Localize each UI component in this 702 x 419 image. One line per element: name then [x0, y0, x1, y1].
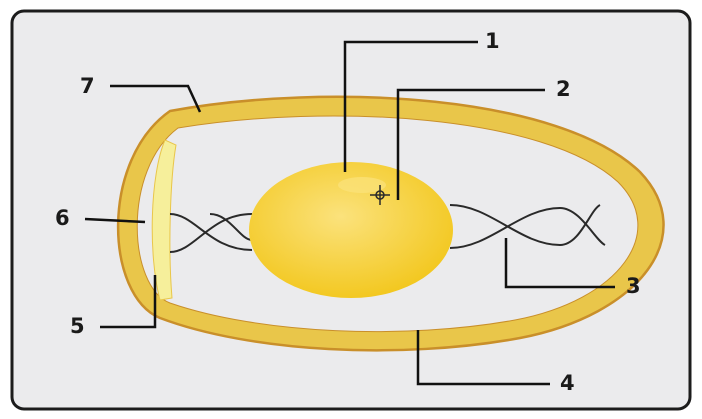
leader-lines	[84, 40, 615, 386]
chalaza-right	[449, 204, 606, 249]
leader-3	[504, 238, 615, 289]
leader-1	[343, 40, 478, 172]
label-5: 5	[70, 314, 85, 338]
label-2: 2	[556, 77, 571, 101]
leader-7	[110, 84, 202, 113]
leader-6	[84, 217, 146, 224]
chalaza-left	[169, 213, 253, 253]
leader-4	[416, 330, 550, 386]
germinal-disc	[338, 177, 386, 193]
air-cell	[151, 139, 177, 301]
leader-2	[396, 88, 545, 200]
egg-yolk	[249, 162, 453, 298]
leader-5	[100, 275, 157, 329]
label-1: 1	[485, 29, 500, 53]
label-6: 6	[55, 206, 70, 230]
label-3: 3	[626, 274, 641, 298]
label-4: 4	[560, 371, 575, 395]
crosshair-marker	[370, 185, 390, 205]
label-7: 7	[80, 74, 95, 98]
